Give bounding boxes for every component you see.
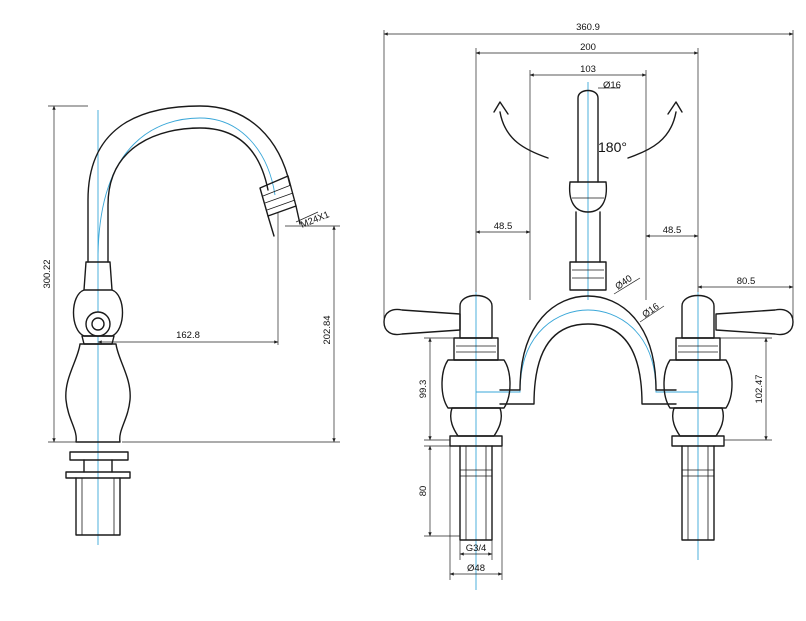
dim-bridge: 103 [580,64,596,75]
spout-stem [575,211,601,263]
dim-total-height: 300.22 [42,259,53,288]
right-valve [663,294,794,541]
spout-inner [107,127,269,263]
right-lever-hub [681,294,715,339]
spout-axis [97,117,276,261]
right-escutcheon [671,435,725,447]
spout-collar [568,181,608,213]
spout-swivel [569,261,607,291]
bridge-inner [499,323,677,405]
dim-shank-length: 80 [418,486,429,497]
swivel-nut [85,311,111,337]
bridge-outer [499,295,677,391]
rotation-label: 180° [598,139,627,155]
spout-outer [87,105,291,263]
front-spout [577,89,599,183]
dim-spout-height: 202.84 [322,315,333,344]
shank [75,477,121,536]
left-valve [383,294,511,541]
backnut [65,471,131,479]
bridge-axis [476,309,698,393]
left-shank [459,445,493,541]
dim-base-dia: Ø48 [467,563,485,574]
side-view: 300.22 162.8 202.84 M24X1 [42,105,340,545]
dim-reach: 162.8 [176,330,200,341]
dim-left-offset: 48.5 [494,221,513,232]
right-valve-body [663,359,733,409]
dim-right-height: 102.47 [754,374,765,403]
dim-bridge-dia: Ø40 [613,273,634,292]
dim-spout-dia: Ø16 [603,80,621,91]
right-lever [715,308,794,336]
dim-lever-reach: 80.5 [737,276,756,287]
right-shank [681,445,715,541]
rotation-arrow-right [627,111,677,159]
dim-left-height: 99.3 [418,380,429,399]
aerator [259,175,301,237]
left-lever [383,308,461,336]
dim-right-offset: 48.5 [663,225,682,236]
base-plate [69,451,129,461]
front-view: 360.9 200 103 Ø16 180° Ø40 Ø16 [383,22,794,590]
vase-body [65,343,131,443]
dim-thread: G3/4 [466,543,487,554]
dim-overall-width: 360.9 [576,22,600,33]
rotation-arrow-left [499,111,549,159]
dim-aerator-thread: M24X1 [299,209,331,230]
dim-centres: 200 [580,42,596,53]
left-lever-hub [459,294,493,339]
dim-arm-dia: Ø16 [640,301,661,320]
left-valve-body [441,359,511,409]
